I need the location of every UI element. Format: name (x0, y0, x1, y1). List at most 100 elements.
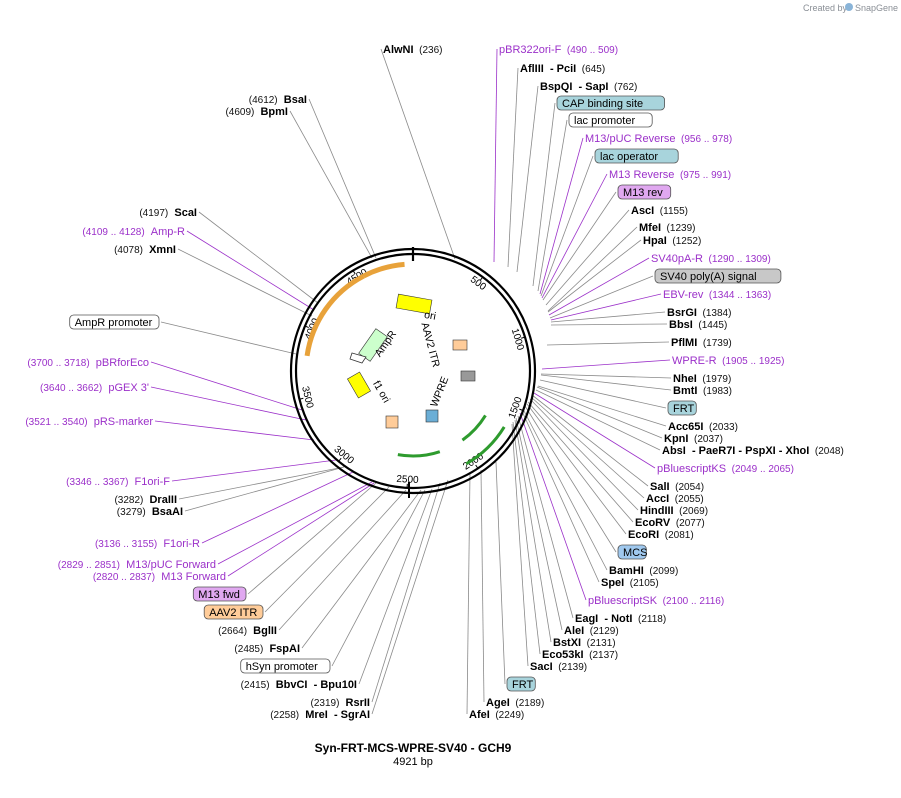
label-text: AlwNI (236) (383, 44, 442, 56)
leader-line (547, 226, 638, 312)
leader-line (533, 392, 656, 469)
label-text: AfeI (2249) (469, 709, 524, 721)
enzyme-label: EagI - NotI (2118) (575, 613, 666, 625)
enzyme-label: AgeI (2189) (486, 697, 544, 709)
feature-tag: AmpR promoter (69, 314, 160, 330)
leader-line (535, 389, 661, 451)
enzyme-label: (4609) BpmI (225, 106, 288, 118)
leader-line (539, 137, 584, 295)
label-text: (2415) BbvCI - Bpu10I (241, 679, 357, 691)
leader-line (177, 248, 313, 317)
label-text: M13/pUC Reverse (956 .. 978) (585, 133, 732, 145)
enzyme-label: NheI (1979) (673, 373, 731, 385)
leader-line (542, 191, 617, 301)
leader-line (178, 466, 345, 500)
label-text: BsrGI (1384) (667, 307, 731, 319)
enzyme-label: BstXI (2131) (553, 637, 616, 649)
leader-line (531, 394, 649, 487)
primer-label: M13/pUC Reverse (956 .. 978) (585, 133, 732, 145)
enzyme-label: (2415) BbvCI - Bpu10I (241, 679, 357, 691)
label-text: BstXI (2131) (553, 637, 616, 649)
feature-tag-text: M13 fwd (198, 589, 240, 601)
label-text: MfeI (1239) (639, 222, 695, 234)
leader-line (308, 98, 377, 259)
enzyme-label: HpaI (1252) (643, 235, 701, 247)
leader-line (264, 486, 390, 613)
plasmid-backbone (289, 247, 537, 498)
primer-label: pBluescriptKS (2049 .. 2065) (657, 463, 794, 475)
feature-tag-text: hSyn promoter (246, 661, 318, 673)
annotation-labels: AlwNI (236) pBR322ori-F (490 .. 509) AflII… (25, 44, 843, 721)
label-text: AccI (2055) (646, 493, 704, 505)
label-text: (3640 .. 3662) pGEX 3' (40, 382, 149, 394)
primer-label: (2820 .. 2837) M13 Forward (93, 571, 226, 583)
feature-tag: lac operator (594, 148, 679, 164)
enzyme-label: (3282) DraIII (114, 494, 177, 506)
leader-line (540, 373, 672, 379)
label-text: (3136 .. 3155) F1ori-R (95, 538, 200, 550)
tick-label: 2500 (396, 474, 419, 486)
primer-label: (3640 .. 3662) pGEX 3' (40, 382, 149, 394)
label-text: PflMI (1739) (671, 337, 732, 349)
orange-arc (362, 261, 405, 279)
leader-line (201, 471, 354, 544)
leader-line (516, 85, 539, 273)
primer-label: EBV-rev (1344 .. 1363) (663, 289, 771, 301)
enzyme-label: Eco53kI (2137) (542, 649, 618, 661)
tick-label: 3500 (299, 385, 315, 410)
primer-label: (3346 .. 3367) F1ori-F (66, 476, 170, 488)
leader-line (536, 386, 663, 439)
label-text: (3521 .. 3540) pRS-marker (25, 416, 153, 428)
feature-wpre: WPRE (425, 375, 451, 423)
leader-line (512, 421, 541, 655)
label-text: BamHI (2099) (609, 565, 678, 577)
leader-line (358, 488, 433, 685)
feature-tag-text: AAV2 ITR (209, 607, 257, 619)
tick-label: 1500 (507, 395, 525, 420)
leader-line (507, 67, 519, 268)
leader-line (540, 155, 594, 297)
leader-line (548, 257, 650, 316)
feature-tag-text: CAP binding site (562, 98, 643, 110)
leader-line (521, 410, 600, 583)
primer-label: (4109 .. 4128) Amp-R (82, 226, 185, 238)
label-text: (2258) MreI - SgrAI (270, 709, 370, 721)
leader-line (380, 48, 456, 260)
enzyme-label: (2319) RsrII (311, 697, 370, 709)
feature-tag: lac promoter (568, 112, 653, 128)
leader-line (519, 412, 587, 601)
label-text: pBR322ori-F (490 .. 509) (499, 44, 618, 56)
enzyme-label: AfeI (2249) (469, 709, 524, 721)
enzyme-label: (4078) XmnI (114, 244, 176, 256)
label-text: AleI (2129) (564, 625, 619, 637)
label-text: (4609) BpmI (225, 106, 288, 118)
primer-label: SV40pA-R (1290 .. 1309) (651, 253, 771, 265)
feature-tag: hSyn promoter (240, 658, 331, 674)
enzyme-label: AbsI - PaeR7I - PspXI - XhoI (2048) (662, 445, 844, 457)
plasmid-length: 4921 bp (393, 756, 433, 768)
leader-line (154, 420, 315, 441)
label-text: BbsI (1445) (669, 319, 727, 331)
enzyme-label: EcoRV (2077) (635, 517, 705, 529)
feature-tag-text: FRT (673, 403, 694, 415)
leader-line (529, 398, 639, 511)
label-text: (3279) BsaAI (117, 506, 183, 518)
feature-tag-text: MCS (623, 547, 647, 559)
label-text: AflIII - PciI (645) (520, 63, 605, 75)
feature-tag: FRT (667, 400, 697, 416)
enzyme-label: BbsI (1445) (669, 319, 727, 331)
leader-line (545, 209, 630, 306)
label-text: (2820 .. 2837) M13 Forward (93, 571, 226, 583)
leader-line (495, 461, 506, 685)
label-text: (4078) XmnI (114, 244, 176, 256)
leader-line (227, 482, 375, 577)
leader-line (247, 482, 377, 595)
leader-line (186, 230, 315, 311)
label-text: SV40pA-R (1290 .. 1309) (651, 253, 771, 265)
primer-label: WPRE-R (1905 .. 1925) (672, 355, 784, 367)
label-text: HindIII (2069) (640, 505, 708, 517)
feature-tag: MCS (617, 544, 647, 560)
primer-label: (3700 .. 3718) pBRforEco (27, 357, 149, 369)
feature-label: ori (423, 309, 437, 323)
